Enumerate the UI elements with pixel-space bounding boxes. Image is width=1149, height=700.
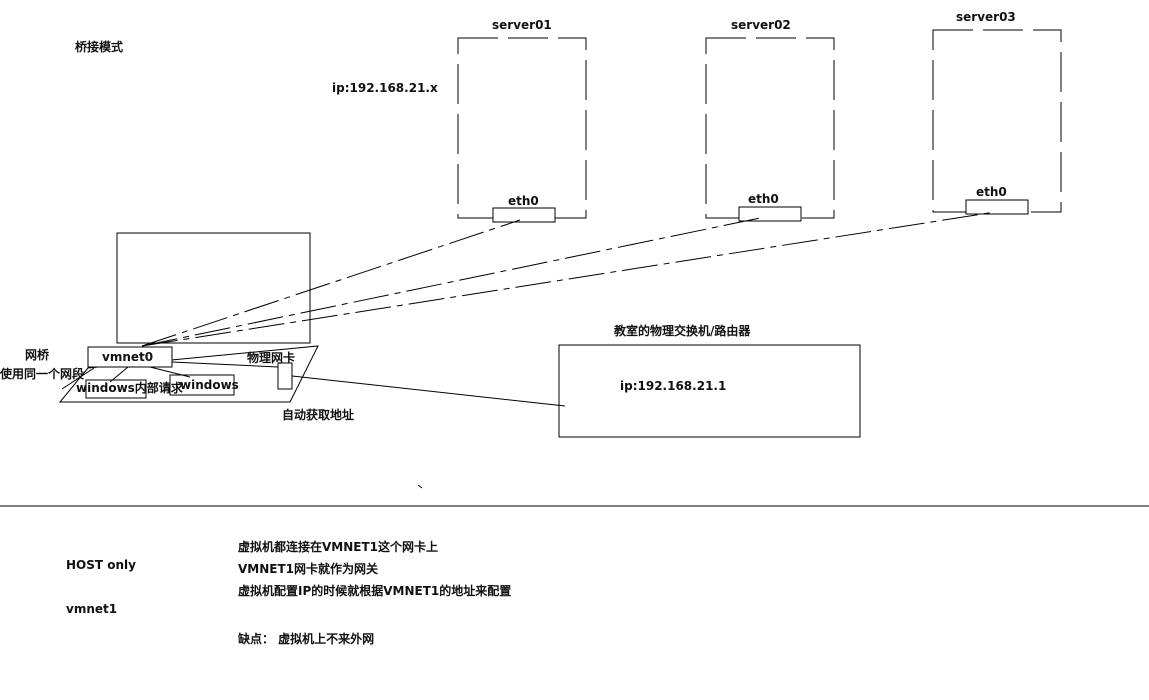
stray-mark	[417, 484, 423, 489]
link-to-server03	[141, 211, 996, 347]
switch-box	[558, 344, 861, 438]
ip-range-note: ip:192.168.21.x	[332, 81, 438, 95]
physical-nic-to-switch	[291, 375, 566, 407]
base-edge-line	[61, 367, 95, 390]
vmnet0-to-physical-nic	[171, 361, 279, 368]
vmnet0-to-windows-internal	[109, 366, 129, 383]
auto-ip-label: 自动获取地址	[282, 408, 355, 422]
same-segment-label: 使用同一个网段	[0, 367, 85, 381]
host-only-note-2: VMNET1网卡就作为网关	[238, 562, 379, 576]
server02-label: server02	[731, 18, 791, 32]
physical-nic-box	[277, 362, 293, 390]
switch-title: 教室的物理交换机/路由器	[614, 324, 751, 338]
server02-eth0-label: eth0	[748, 192, 779, 206]
windows-box	[169, 374, 235, 396]
host-base-shape	[58, 345, 319, 403]
vmnet1-label: vmnet1	[66, 602, 118, 616]
link-to-server01	[141, 219, 521, 347]
windows-internal-label: windows内部请求	[76, 381, 183, 395]
server03-eth0-box	[965, 199, 1029, 215]
server01-eth0-box	[492, 207, 556, 223]
vmnet0-label: vmnet0	[102, 350, 154, 364]
server01-box	[457, 37, 587, 219]
bridge-mode-title: 桥接模式	[75, 40, 124, 54]
server02-box	[705, 37, 835, 219]
windows-label: windows	[180, 378, 239, 392]
server01-label: server01	[492, 18, 552, 32]
link-to-server02	[141, 217, 761, 347]
server03-eth0-label: eth0	[976, 185, 1007, 199]
windows-internal-box	[85, 379, 147, 399]
switch-ip-label: ip:192.168.21.1	[620, 379, 727, 393]
server02-eth0-box	[738, 206, 802, 222]
server01-eth0-label: eth0	[508, 194, 539, 208]
host-only-note-3: 虚拟机配置IP的时候就根据VMNET1的地址来配置	[238, 584, 512, 598]
vmnet0-to-windows	[149, 366, 191, 378]
vmnet0-box	[87, 346, 173, 368]
host-only-title: HOST only	[66, 558, 136, 572]
host-only-note-1: 虚拟机都连接在VMNET1这个网卡上	[238, 540, 439, 554]
bridge-label: 网桥	[25, 348, 50, 362]
host-only-drawback: 缺点： 虚拟机上不来外网	[238, 632, 375, 646]
host-monitor-box	[116, 232, 311, 344]
physical-nic-label: 物理网卡	[247, 351, 296, 365]
server03-label: server03	[956, 10, 1016, 24]
